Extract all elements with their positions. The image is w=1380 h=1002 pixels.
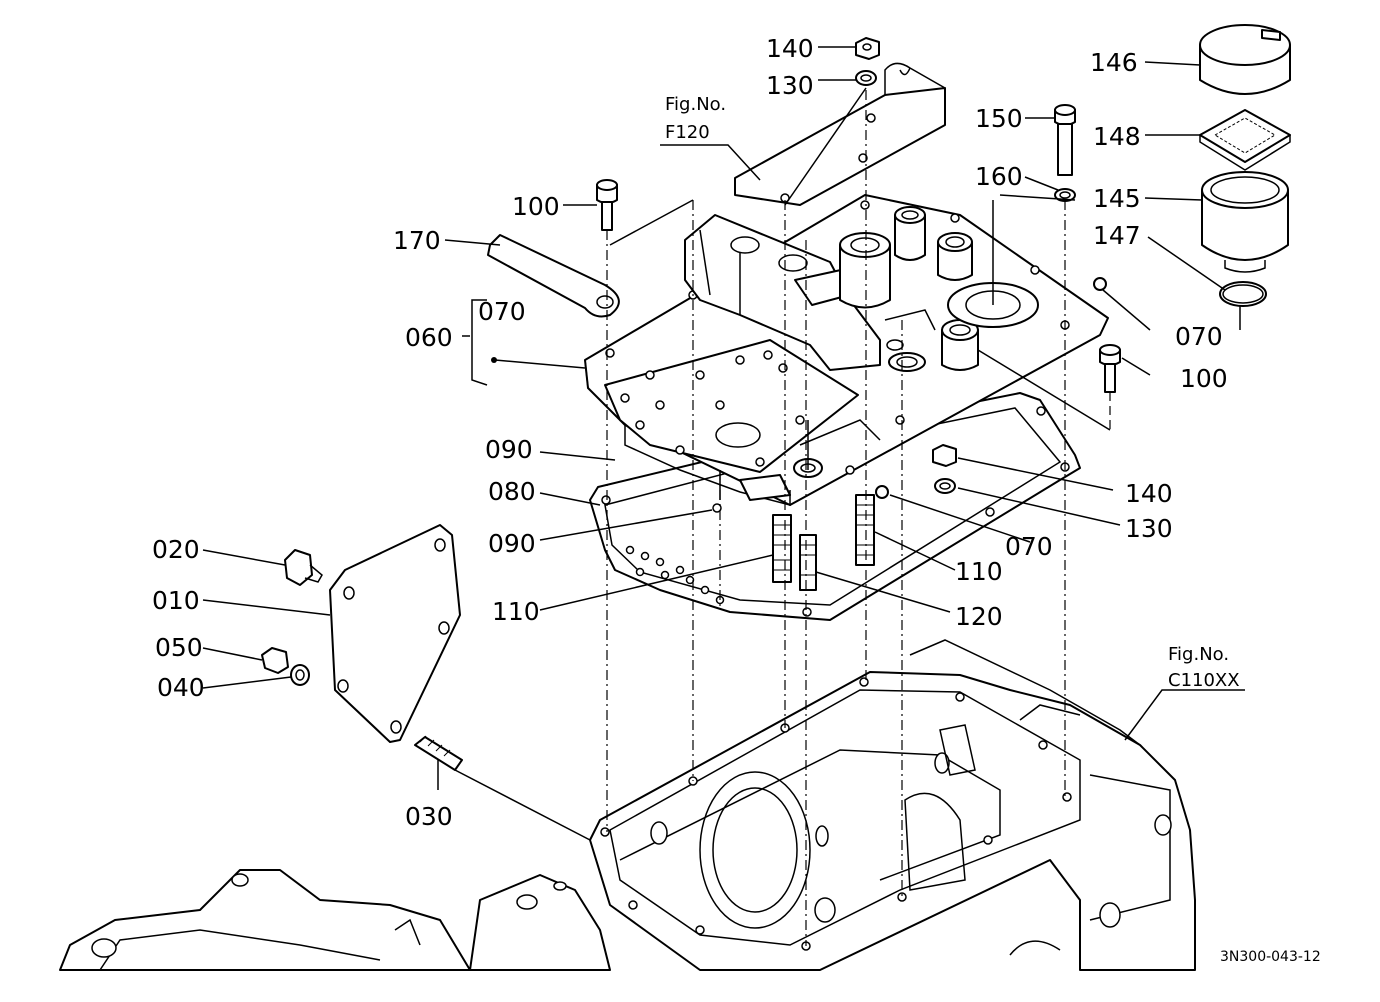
label-080: 080 [488, 477, 536, 506]
small-parts [261, 24, 1291, 771]
label-145: 145 [1093, 184, 1141, 213]
label-170: 170 [393, 226, 441, 255]
label-020: 020 [152, 535, 200, 564]
label-090-upper: 090 [485, 435, 533, 464]
label-070-assembly: 070 [478, 297, 526, 326]
alignment-lines [454, 87, 1111, 946]
cover-plate-010 [329, 524, 461, 743]
transmission-case [59, 639, 1196, 971]
fig-ref-c110-code: C110XX [1168, 670, 1240, 691]
label-040: 040 [157, 673, 205, 702]
label-140-lower: 140 [1125, 479, 1173, 508]
label-160: 160 [975, 162, 1023, 191]
label-130-lower: 130 [1125, 514, 1173, 543]
label-030: 030 [405, 802, 453, 831]
label-050: 050 [155, 633, 203, 662]
part-labels: 140 130 100 170 070 060 090 080 090 110 … [152, 34, 1228, 831]
valve-body-060 [584, 194, 1109, 506]
drawing-code: 3N300-043-12 [1220, 949, 1321, 965]
label-150: 150 [975, 104, 1023, 133]
label-146: 146 [1090, 48, 1138, 77]
label-110-right: 110 [955, 557, 1003, 586]
label-070-lower: 070 [1005, 532, 1053, 561]
fig-ref-f120-code: F120 [665, 122, 710, 143]
label-010: 010 [152, 586, 200, 615]
label-148: 148 [1093, 122, 1141, 151]
label-130-top: 130 [766, 71, 814, 100]
label-070-right: 070 [1175, 322, 1223, 351]
label-090-lower: 090 [488, 529, 536, 558]
label-100-right: 100 [1180, 364, 1228, 393]
label-060: 060 [405, 323, 453, 352]
label-110-left: 110 [492, 597, 540, 626]
label-100-left: 100 [512, 192, 560, 221]
leader-lines [202, 46, 1245, 790]
fig-ref-c110-title: Fig.No. [1168, 644, 1229, 665]
fig-ref-f120-title: Fig.No. [665, 94, 726, 115]
label-120: 120 [955, 602, 1003, 631]
label-140-top: 140 [766, 34, 814, 63]
label-147: 147 [1093, 221, 1141, 250]
figure-references: Fig.No. F120 Fig.No. C110XX [665, 94, 1240, 691]
